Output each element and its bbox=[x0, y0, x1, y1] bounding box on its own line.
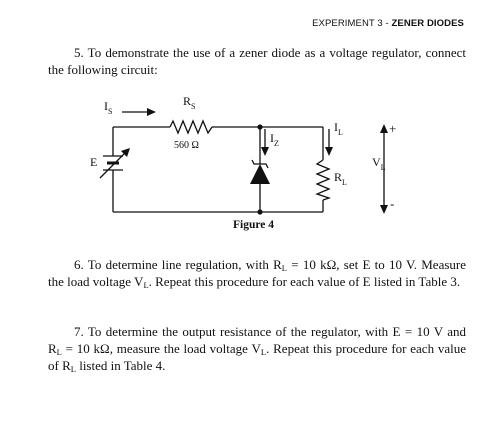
step-6-text-2: = 10 kΩ, set E to 10 V. Measure the load… bbox=[48, 257, 466, 289]
series-resistor-symbol bbox=[169, 119, 213, 135]
step-7-paragraph: 7. To determine the output resistance of… bbox=[48, 323, 466, 374]
voltage-minus-sign: - bbox=[390, 196, 394, 211]
source-label: E bbox=[90, 155, 97, 169]
header-prefix: EXPERIMENT 3 - bbox=[312, 18, 392, 29]
load-current-arrowhead bbox=[325, 147, 333, 156]
zener-diode-triangle bbox=[250, 164, 270, 184]
voltage-plus-sign: + bbox=[389, 121, 396, 136]
zener-current-label: IZ bbox=[270, 131, 279, 148]
step-6-text-1: To determine line regulation, with R bbox=[87, 257, 282, 272]
step-6-sub-1: L bbox=[281, 263, 287, 273]
junction-top bbox=[257, 124, 263, 130]
step-5-paragraph: 5. To demonstrate the use of a zener dio… bbox=[48, 44, 466, 78]
step-7-sub-2: L bbox=[260, 347, 267, 357]
voltage-arrowhead-bottom bbox=[380, 205, 388, 214]
junction-bottom bbox=[257, 209, 263, 215]
source-variable-arrowhead bbox=[121, 148, 130, 157]
source-current-label: IS bbox=[104, 99, 112, 116]
series-resistor-label: RS bbox=[183, 94, 195, 111]
source-current-arrowhead bbox=[147, 108, 156, 116]
step-7-number: 7. bbox=[74, 324, 84, 339]
figure-caption: Figure 4 bbox=[233, 219, 274, 231]
step-6-number: 6. bbox=[74, 257, 84, 272]
step-5-number: 5. bbox=[74, 45, 84, 60]
step-6-paragraph: 6. To determine line regulation, with RL… bbox=[48, 256, 466, 290]
step-7-text-4: listed in Table 4. bbox=[75, 358, 166, 373]
load-resistor-label: RL bbox=[334, 170, 347, 187]
step-6-text-3: . Repeat this procedure for each value o… bbox=[148, 274, 461, 289]
zener-current-arrowhead bbox=[261, 147, 269, 156]
load-resistor-symbol bbox=[315, 159, 332, 201]
step-7-text-1: To determine the output resistance of th… bbox=[48, 324, 466, 356]
step-7-sub-3: L bbox=[70, 364, 76, 374]
series-resistor-value: 560 Ω bbox=[174, 140, 199, 151]
source-variable-arrow bbox=[99, 149, 129, 179]
load-current-label: IL bbox=[334, 120, 343, 137]
step-7-text-2: = 10 kΩ, measure the load voltage V bbox=[61, 341, 261, 356]
voltage-label: VL bbox=[372, 155, 386, 172]
header-title: ZENER DIODES bbox=[391, 18, 464, 29]
step-5-text: To demonstrate the use of a zener diode … bbox=[48, 45, 467, 77]
step-7-sub-1: L bbox=[56, 347, 62, 357]
step-7-text-3: . Repeat this procedure for each value o… bbox=[48, 341, 467, 373]
voltage-arrowhead-top bbox=[380, 124, 388, 133]
page-header: EXPERIMENT 3 - ZENER DIODES bbox=[312, 18, 464, 29]
step-6-sub-2: L bbox=[143, 280, 149, 290]
